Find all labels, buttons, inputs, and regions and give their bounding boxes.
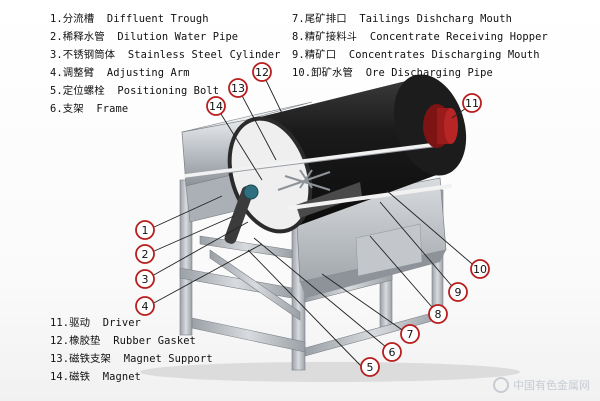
callout-5: 5 (360, 357, 380, 377)
legend-item-8: 8.精矿接料斗 Concentrate Receiving Hopper (292, 31, 548, 43)
callout-12: 12 (252, 62, 272, 82)
legend-top-left: 1.分流槽 Diffluent Trough 2.稀释水管 Dilution W… (50, 10, 280, 118)
watermark: 中国有色金属网 (493, 377, 590, 393)
magnet (296, 182, 362, 218)
legend-item-3: 3.不锈钢筒体 Stainless Steel Cylinder (50, 49, 281, 61)
callout-number: 11 (465, 97, 479, 110)
legend-item-4: 4.调整臂 Adjusting Arm (50, 67, 190, 79)
callout-ring (448, 282, 468, 302)
callout-ring (470, 259, 490, 279)
callout-3: 3 (135, 269, 155, 289)
watermark-logo-icon (493, 377, 509, 393)
callout-ring (135, 220, 155, 240)
legend-item-14: 14.磁铁 Magnet (50, 371, 141, 383)
callout-ring (360, 357, 380, 377)
legend-item-11: 11.驱动 Driver (50, 317, 141, 329)
leader-lines (151, 71, 479, 368)
callout-number: 7 (407, 328, 414, 341)
callout-number: 5 (367, 361, 374, 374)
legend-bottom-left: 11.驱动 Driver 12.橡胶垫 Rubber Gasket 13.磁铁支… (50, 314, 213, 386)
callout-number: 4 (142, 300, 149, 313)
callout-number: 9 (455, 286, 462, 299)
callout-ring (135, 269, 155, 289)
callout-1: 1 (135, 220, 155, 240)
callout-ring (135, 296, 155, 316)
callout-number: 1 (142, 224, 149, 237)
callout-8: 8 (428, 304, 448, 324)
magnet-support (277, 169, 331, 191)
legend-item-5: 5.定位螺栓 Positioning Bolt (50, 85, 220, 97)
callout-4: 4 (135, 296, 155, 316)
callout-ring (228, 78, 248, 98)
callout-ring (206, 96, 226, 116)
callout-ring (252, 62, 272, 82)
callout-number: 3 (142, 273, 149, 286)
floor-shadow (140, 362, 520, 382)
watermark-text: 中国有色金属网 (513, 379, 590, 392)
legend-top-right: 7.尾矿排口 Tailings Dishcharg Mouth 8.精矿接料斗 … (292, 10, 548, 82)
legend-item-6: 6.支架 Frame (50, 103, 129, 115)
callout-ring (462, 93, 482, 113)
callout-number: 13 (231, 82, 245, 95)
callout-number: 2 (142, 248, 149, 261)
callout-7: 7 (400, 324, 420, 344)
legend-item-13: 13.磁铁支架 Magnet Support (50, 353, 213, 365)
callout-ring (382, 342, 402, 362)
callout-number: 12 (255, 66, 269, 79)
callout-number: 10 (473, 263, 487, 276)
legend-item-9: 9.精矿口 Concentrates Discharging Mouth (292, 49, 540, 61)
callout-6: 6 (382, 342, 402, 362)
legend-item-12: 12.橡胶垫 Rubber Gasket (50, 335, 196, 347)
callout-10: 10 (470, 259, 490, 279)
callout-number: 6 (389, 346, 396, 359)
callout-9: 9 (448, 282, 468, 302)
callout-11: 11 (462, 93, 482, 113)
callout-2: 2 (135, 244, 155, 264)
callout-14: 14 (206, 96, 226, 116)
callout-ring (135, 244, 155, 264)
callout-number: 14 (209, 100, 223, 113)
legend-item-10: 10.卸矿水管 Ore Discharging Pipe (292, 67, 493, 79)
callout-ring (428, 304, 448, 324)
adjusting-arm (224, 184, 259, 244)
legend-item-7: 7.尾矿排口 Tailings Dishcharg Mouth (292, 13, 512, 25)
legend-item-1: 1.分流槽 Diffluent Trough (50, 13, 209, 25)
pipes (184, 142, 452, 210)
driver-motor (423, 104, 458, 148)
callout-number: 8 (435, 308, 442, 321)
callout-13: 13 (228, 78, 248, 98)
legend-item-2: 2.稀释水管 Dilution Water Pipe (50, 31, 239, 43)
callout-ring (400, 324, 420, 344)
